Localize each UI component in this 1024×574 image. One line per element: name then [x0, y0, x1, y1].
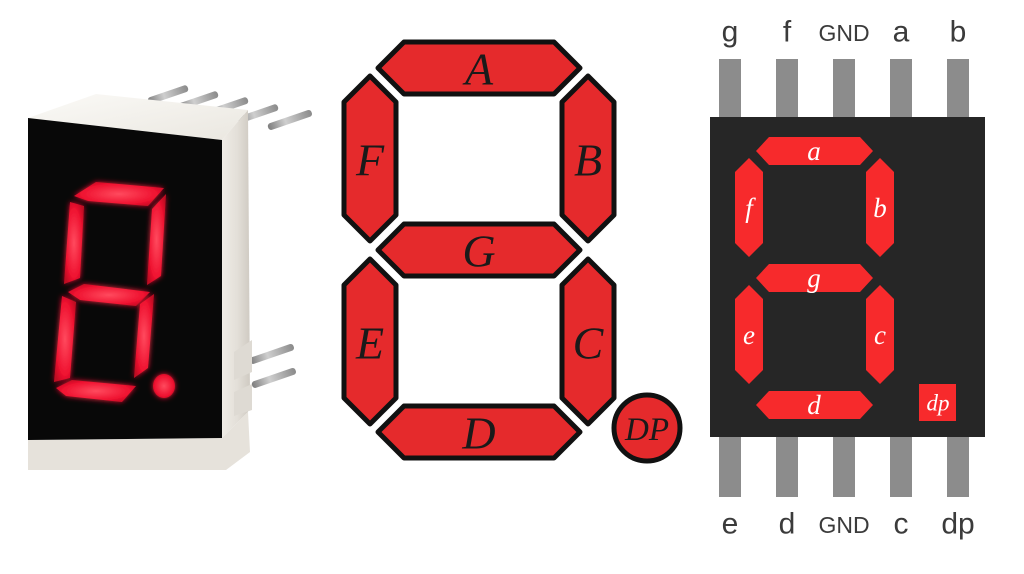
- pin-segment-b-shape[interactable]: [866, 158, 894, 257]
- pin-segment-c-label: c: [874, 320, 886, 350]
- photo-segment-b: [147, 194, 166, 285]
- bottom-pin-legs: [719, 437, 969, 497]
- top-pin-leg-5[interactable]: [947, 59, 969, 119]
- top-pin-label-5: b: [950, 16, 967, 49]
- top-pin-leg-2[interactable]: [776, 59, 798, 119]
- photo-segment-g: [68, 284, 150, 306]
- bottom-pin-label-1: e: [722, 508, 739, 541]
- pin-segment-a-label: a: [807, 136, 821, 166]
- top-pin-leg-3[interactable]: [833, 59, 855, 119]
- pin-segment-b-label: b: [873, 193, 887, 223]
- display-photo-illustration: [28, 85, 312, 470]
- pin-decimal-point-label: dp: [927, 391, 950, 416]
- pin-segment-f-label: f: [745, 193, 756, 223]
- pin-segment-f-shape[interactable]: [735, 158, 763, 257]
- pin-segment-e-label: e: [743, 320, 755, 350]
- pin-segment-g-shape[interactable]: [756, 264, 873, 292]
- segment-naming-panel: A B C D E F G DP: [340, 0, 690, 574]
- photo-case-bottom: [28, 412, 250, 470]
- photo-display-face: [28, 118, 222, 440]
- pin-segment-e-shape[interactable]: [735, 285, 763, 384]
- segment-f-label: F: [355, 135, 385, 186]
- segment-c-shape[interactable]: [559, 256, 617, 427]
- display-photo-panel: [0, 0, 340, 574]
- photo-pins-bottom: [249, 344, 296, 388]
- top-pin-label-4: a: [893, 16, 910, 49]
- segment-naming-illustration: A B C D E F G DP: [341, 39, 683, 464]
- top-pin-label-1: g: [722, 16, 739, 49]
- segment-f-shape[interactable]: [341, 73, 399, 244]
- segment-g-shape[interactable]: [375, 221, 583, 279]
- segment-d-label: D: [461, 408, 495, 459]
- photo-lit-digit: [54, 182, 175, 402]
- bottom-pin-label-5: dp: [941, 508, 974, 541]
- top-pin-leg-4[interactable]: [890, 59, 912, 119]
- segment-g-label: G: [462, 226, 495, 277]
- decimal-point-shape[interactable]: [611, 392, 683, 464]
- pinout-panel: a b c d e f g dp g f GND a b e d GND c d…: [690, 0, 1024, 574]
- segment-e-shape[interactable]: [341, 256, 399, 427]
- package-segments: [735, 137, 956, 421]
- top-pin-leg-1[interactable]: [719, 59, 741, 119]
- segment-a-shape[interactable]: [375, 39, 583, 97]
- bottom-pin-label-2: d: [779, 508, 796, 541]
- segment-d-shape[interactable]: [375, 403, 583, 461]
- photo-segment-a: [74, 182, 164, 206]
- pinout-illustration: a b c d e f g dp g f GND a b e d GND c d…: [710, 16, 985, 541]
- photo-segment-e: [54, 296, 76, 382]
- photo-segment-c: [134, 294, 154, 378]
- bottom-pin-leg-2[interactable]: [776, 437, 798, 497]
- photo-segment-f: [64, 202, 84, 284]
- decimal-point-label: DP: [624, 412, 669, 448]
- bottom-pin-label-3: GND: [818, 512, 869, 538]
- top-pin-label-3: GND: [818, 20, 869, 46]
- segment-b-shape[interactable]: [559, 73, 617, 244]
- bottom-pin-leg-3[interactable]: [833, 437, 855, 497]
- segment-e-label: E: [355, 318, 384, 369]
- segment-c-label: C: [573, 318, 605, 369]
- bottom-pin-label-4: c: [894, 508, 909, 541]
- photo-decimal-point: [153, 374, 175, 398]
- photo-case-top: [28, 94, 248, 140]
- pin-decimal-point-shape[interactable]: [919, 384, 956, 421]
- photo-segment-d: [56, 380, 136, 402]
- pin-segment-a-shape[interactable]: [756, 137, 873, 165]
- pin-segment-d-label: d: [807, 390, 821, 420]
- pin-segment-d-shape[interactable]: [756, 391, 873, 419]
- segment-a-label: A: [462, 44, 494, 95]
- bottom-pin-leg-1[interactable]: [719, 437, 741, 497]
- top-pin-label-2: f: [783, 16, 792, 49]
- segment-b-label: B: [574, 135, 602, 186]
- top-pin-legs: [719, 59, 969, 119]
- pin-segment-c-shape[interactable]: [866, 285, 894, 384]
- bottom-pin-leg-5[interactable]: [947, 437, 969, 497]
- bottom-pin-leg-4[interactable]: [890, 437, 912, 497]
- pin-segment-g-label: g: [807, 263, 821, 293]
